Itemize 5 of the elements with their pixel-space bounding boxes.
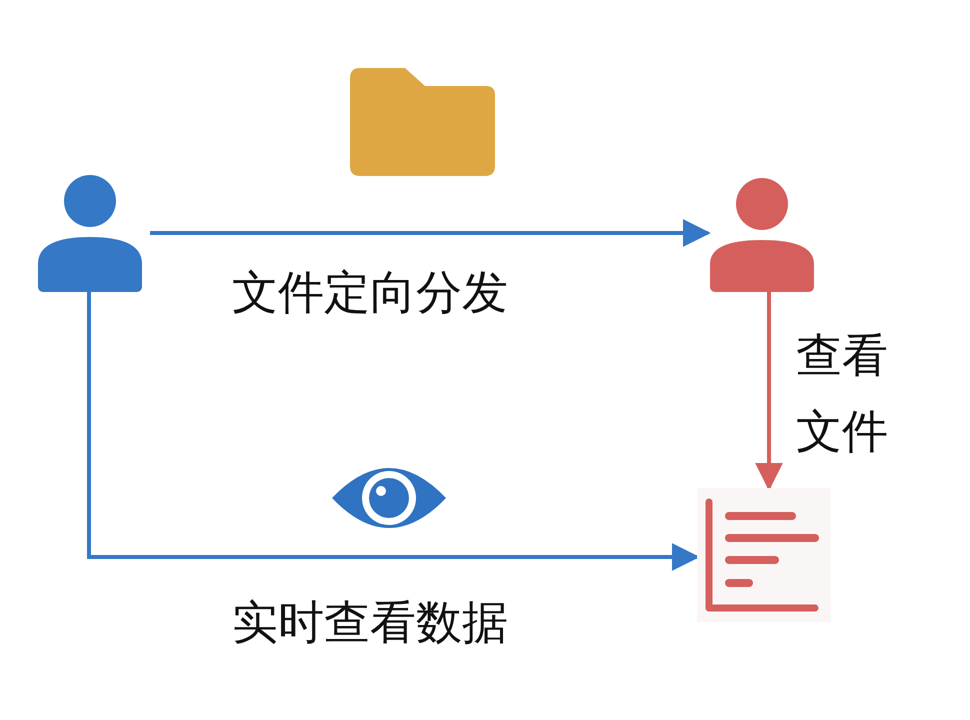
arrow bbox=[150, 219, 711, 247]
person-icon bbox=[710, 178, 814, 292]
person-icon bbox=[38, 175, 142, 292]
arrow bbox=[755, 292, 783, 491]
bar-chart-icon bbox=[697, 488, 831, 622]
